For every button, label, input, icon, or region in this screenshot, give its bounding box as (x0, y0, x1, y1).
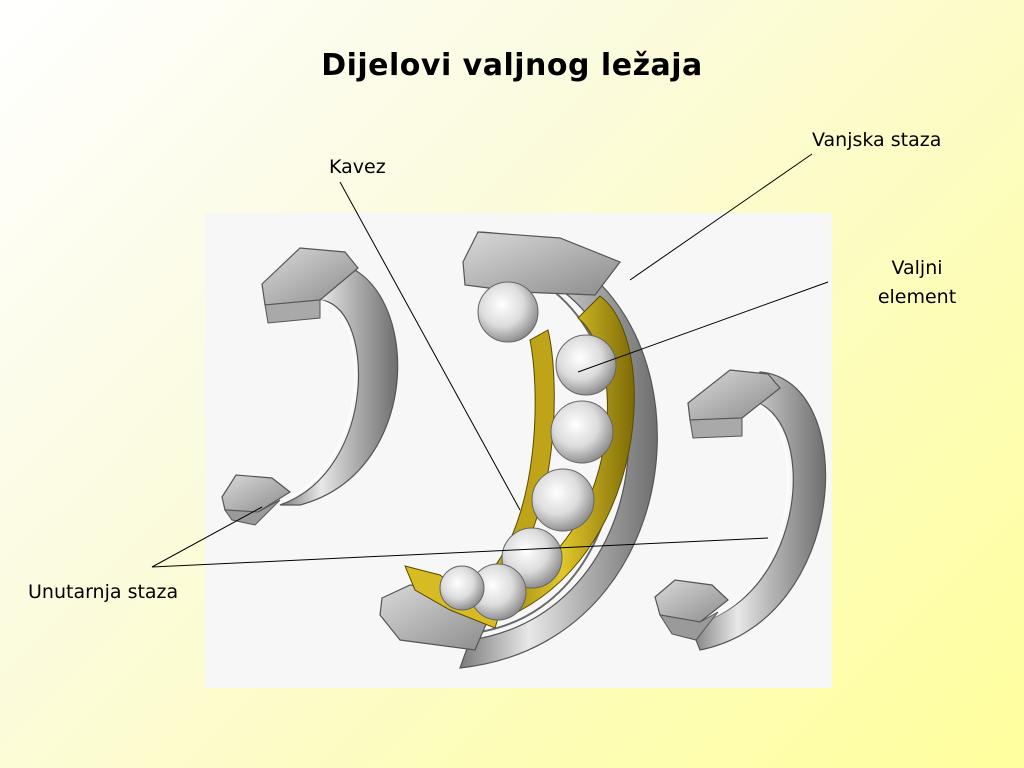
ball-7 (439, 565, 485, 611)
page-title: Dijelovi valjnog ležaja (321, 48, 703, 83)
rolling-elements (439, 281, 617, 621)
leader-lines (151, 153, 829, 568)
leader-valjni-element (577, 281, 829, 373)
leader-vanjska-staza (629, 153, 813, 281)
label-inner-race: Unutarnja staza (28, 581, 179, 603)
label-rolling-element: Valjni element (877, 257, 957, 308)
label-outer-race: Vanjska staza (812, 129, 942, 151)
leader-kavez (339, 181, 521, 511)
ball-2 (555, 334, 617, 396)
left-inner-race-ring (221, 247, 399, 526)
ball-3 (550, 400, 614, 464)
ball-1 (477, 281, 539, 343)
ball-4 (531, 468, 595, 532)
leader-unutarnja-staza-left (151, 506, 263, 568)
right-inner-race-ring (654, 369, 827, 651)
leader-unutarnja-staza-right (151, 537, 769, 568)
label-cage: Kavez (329, 156, 386, 178)
